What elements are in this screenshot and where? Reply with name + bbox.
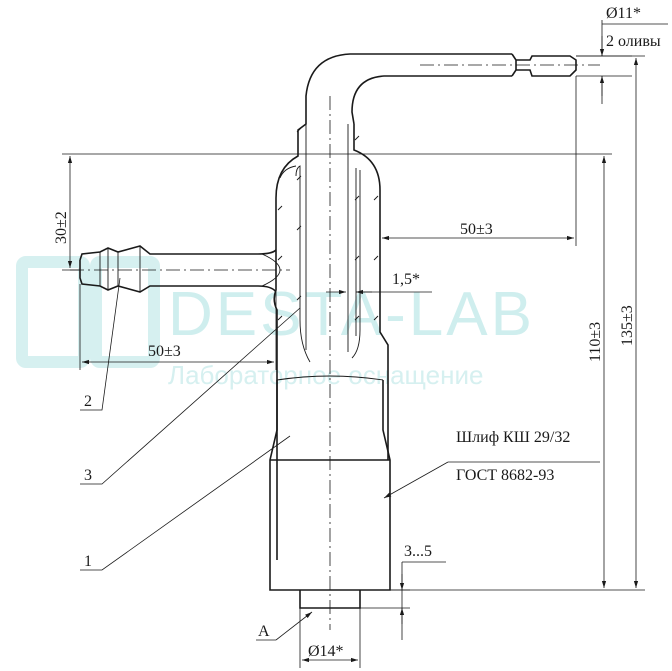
center-lines: [70, 64, 600, 630]
label-top-arm-length: 50±3: [460, 221, 493, 238]
label-joint-line1: Шлиф КШ 29/32: [456, 429, 570, 446]
label-height-total: 135±3: [619, 305, 636, 346]
watermark: DESTA-LAB Лабораторное оснащение: [16, 256, 535, 390]
dimension-lines: [62, 20, 668, 668]
watermark-tagline: Лабораторное оснащение: [168, 360, 483, 390]
label-tip-length: 3...5: [404, 543, 432, 560]
label-joint-line2: ГОСТ 8682-93: [456, 467, 554, 484]
cone-shading: [276, 375, 384, 381]
inner-tube: [279, 124, 361, 363]
watermark-brand: DESTA-LAB: [168, 280, 535, 349]
label-wall-gap: 1,5*: [392, 271, 420, 288]
dimension-labels: Ø11* 2 оливы 30±2 50±3 50±3 1,5* 135±3 1…: [53, 5, 661, 660]
callout-olive: 2: [84, 393, 92, 410]
wall-hatching: [277, 127, 379, 321]
label-outlet-diameter: Ø11*: [606, 5, 641, 22]
label-tip-diameter: Ø14*: [308, 643, 344, 660]
label-side-offset: 30±2: [53, 211, 70, 244]
label-height-to-cone: 110±3: [587, 322, 604, 362]
callout-body: 1: [84, 553, 92, 570]
callout-tip: A: [258, 623, 270, 640]
part-outline: [79, 53, 577, 609]
watermark-logo-icon-inner: [90, 256, 160, 368]
side-arm-olive-ridges: [99, 246, 141, 292]
outer-tube: [273, 53, 512, 560]
label-side-arm-length: 50±3: [148, 343, 181, 360]
callout-inner-tube: 3: [84, 467, 92, 484]
label-olives-count: 2 оливы: [606, 33, 661, 50]
watermark-logo-icon: [16, 256, 90, 368]
